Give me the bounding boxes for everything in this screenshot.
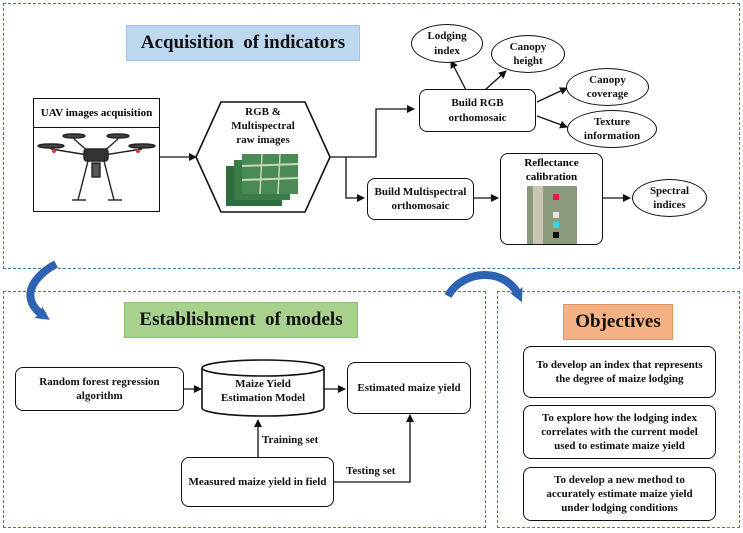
spectral-indices-ellipse: Spectral indices (632, 179, 707, 217)
calibration-panel-icon (527, 186, 577, 244)
uav-label: UAV images acquisition (34, 99, 159, 128)
estimation-model-label: Maize Yield Estimation Model (220, 378, 306, 405)
training-set-label: Training set (262, 434, 319, 446)
objective-item-2: To explore how the lodging index correla… (523, 405, 716, 459)
objectives-title: Objectives (563, 304, 673, 340)
curved-arrow-icon (444, 271, 523, 303)
models-panel (3, 291, 486, 528)
acquisition-panel (3, 3, 740, 269)
measured-yield-node: Measured maize yield in field (181, 457, 334, 507)
testing-set-label: Testing set (346, 465, 396, 477)
curved-arrow-icon (26, 260, 58, 320)
objective-item-1: To develop an index that represents the … (523, 346, 716, 398)
models-title: Establishment of models (124, 302, 358, 338)
drone-icon (37, 133, 156, 201)
canopy-height-ellipse: Canopy height (491, 35, 565, 73)
lodging-index-ellipse: Lodging index (411, 24, 483, 63)
random-forest-node: Random forest regression algorithm (15, 367, 184, 411)
texture-information-ellipse: Texture information (567, 110, 657, 148)
build-rgb-node: Build RGB orthomosaic (419, 89, 536, 132)
uav-box: UAV images acquisition (33, 98, 160, 212)
reflectance-label: Reflectance calibration (524, 157, 579, 183)
objective-item-3: To develop a new method to accurately es… (523, 467, 716, 521)
estimated-yield-node: Estimated maize yield (347, 362, 471, 414)
database-cylinder-icon (201, 359, 325, 417)
raw-images-label: RGB & Multispectral raw images (231, 106, 295, 146)
acquisition-title: Acquisition of indicators (126, 25, 360, 61)
build-multispectral-node: Build Multispectral orthomosaic (367, 178, 474, 220)
objectives-panel (497, 291, 740, 528)
field-images-icon (226, 153, 299, 206)
canopy-coverage-ellipse: Canopy coverage (566, 68, 649, 106)
reflectance-box: Reflectance calibration (500, 153, 603, 245)
